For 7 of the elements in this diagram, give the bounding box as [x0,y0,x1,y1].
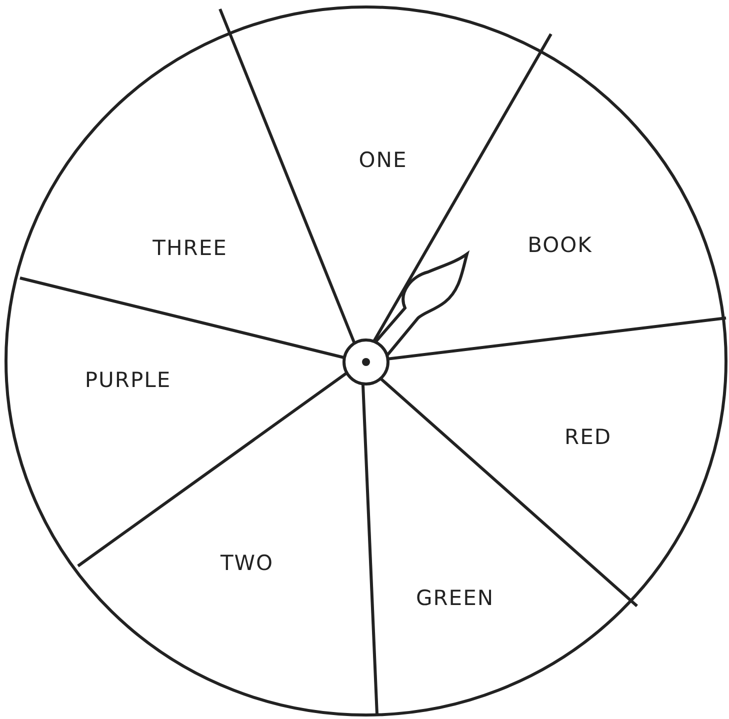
sector-label: GREEN [416,586,494,610]
sector-label: THREE [152,236,228,260]
sector-label: PURPLE [84,368,172,392]
sector-label: ONE [358,148,408,172]
sector-label: TWO [220,551,274,575]
sector-label: RED [564,425,612,449]
sector-label: BOOK [528,233,592,257]
